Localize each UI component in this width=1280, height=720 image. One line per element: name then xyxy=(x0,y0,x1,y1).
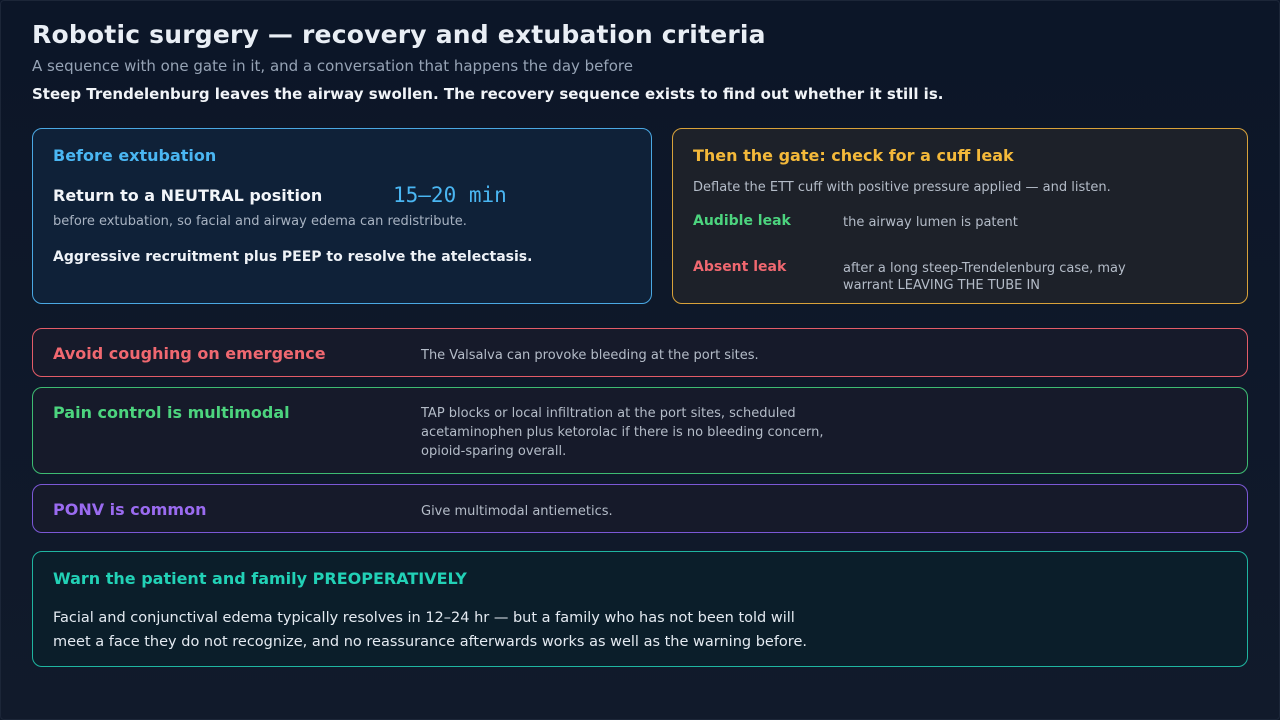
neutral-position-note: before extubation, so facial and airway … xyxy=(53,214,467,229)
cuff-leak-gate-heading: Then the gate: check for a cuff leak xyxy=(693,146,1014,165)
ponv-heading: PONV is common xyxy=(53,500,207,519)
pain-control-row: Pain control is multimodal TAP blocks or… xyxy=(32,387,1248,474)
page-title: Robotic surgery — recovery and extubatio… xyxy=(32,20,766,49)
pain-control-heading: Pain control is multimodal xyxy=(53,403,290,422)
avoid-coughing-desc: The Valsalva can provoke bleeding at the… xyxy=(421,348,759,363)
audible-leak-label: Audible leak xyxy=(693,213,791,229)
preoperative-warning-heading: Warn the patient and family PREOPERATIVE… xyxy=(53,569,467,588)
neutral-duration: 15–20 min xyxy=(393,183,507,207)
ponv-row: PONV is common Give multimodal antiemeti… xyxy=(32,484,1248,533)
avoid-coughing-row: Avoid coughing on emergence The Valsalva… xyxy=(32,328,1248,377)
recruitment-step: Aggressive recruitment plus PEEP to reso… xyxy=(53,249,533,265)
preoperative-warning-body: Facial and conjunctival edema typically … xyxy=(53,610,807,650)
before-extubation-heading: Before extubation xyxy=(53,146,217,165)
cuff-leak-gate-card: Then the gate: check for a cuff leak Def… xyxy=(672,128,1248,304)
ponv-desc: Give multimodal antiemetics. xyxy=(421,504,613,519)
page-subtitle: A sequence with one gate in it, and a co… xyxy=(32,57,633,75)
before-extubation-card: Before extubation Return to a NEUTRAL po… xyxy=(32,128,652,304)
preoperative-warning-card: Warn the patient and family PREOPERATIVE… xyxy=(32,551,1248,667)
avoid-coughing-heading: Avoid coughing on emergence xyxy=(53,344,326,363)
absent-leak-desc: after a long steep-Trendelenburg case, m… xyxy=(843,261,1126,293)
cuff-leak-instruction: Deflate the ETT cuff with positive press… xyxy=(693,180,1111,195)
pain-control-desc: TAP blocks or local infiltration at the … xyxy=(421,406,824,459)
neutral-position-step: Return to a NEUTRAL position xyxy=(53,186,323,205)
audible-leak-desc: the airway lumen is patent xyxy=(843,215,1018,230)
absent-leak-label: Absent leak xyxy=(693,259,787,275)
lead-statement: Steep Trendelenburg leaves the airway sw… xyxy=(32,85,944,103)
